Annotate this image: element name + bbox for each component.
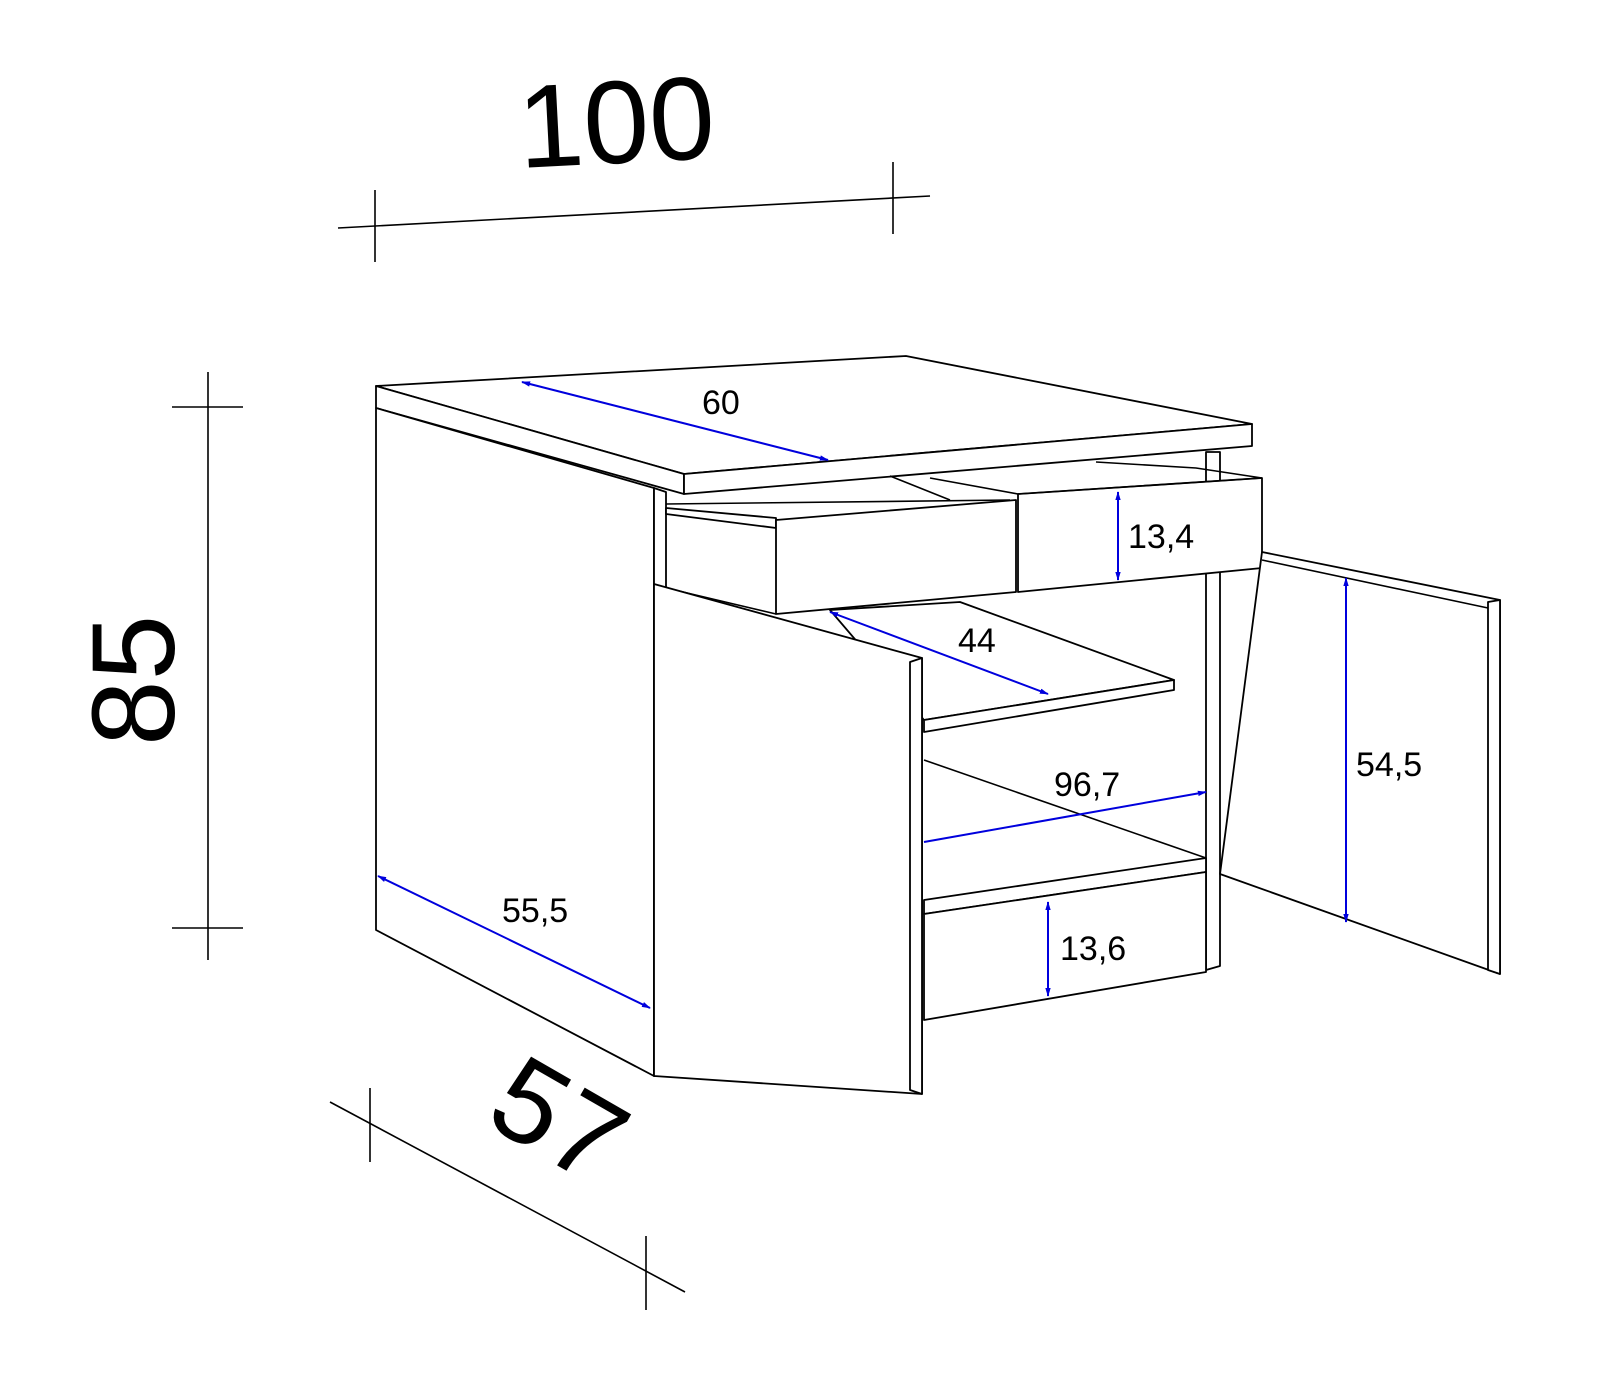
top-depth-label: 60 (702, 384, 740, 422)
worktop-right-edge (683, 423, 1253, 495)
drawer-divider-top (889, 475, 951, 501)
shelf-depth-arrow (829, 611, 1049, 695)
drawer-left-front (775, 499, 1017, 615)
left-door (653, 583, 923, 1095)
plinth-height-label: 13,6 (1060, 930, 1126, 968)
inner-width-arrow (923, 790, 1207, 843)
overall-height-dimension-line (172, 372, 243, 960)
side-depth-arrow (377, 875, 651, 1009)
upper-shelf-edge (923, 679, 1175, 733)
drawer-rail (665, 499, 1011, 505)
plinth-drawer-front (923, 871, 1207, 1021)
left-door-edge (909, 657, 923, 1095)
overall-depth-dimension-line (329, 1088, 686, 1310)
right-inner-panel (1205, 451, 1221, 971)
overall-width-dimension-line (337, 162, 931, 262)
right-door-top-edge (1261, 559, 1489, 609)
top-depth-arrow (521, 381, 829, 461)
side-depth-label: 55,5 (502, 892, 568, 930)
drawer-right-top (929, 461, 1263, 495)
drawer-left-side (665, 507, 777, 529)
door-height-label: 54,5 (1356, 746, 1422, 784)
left-side-panel (375, 407, 655, 1077)
overall-width-label: 100 (514, 52, 718, 194)
shelf-depth-label: 44 (958, 622, 996, 660)
drawer-height-label: 13,4 (1128, 518, 1194, 556)
inner-width-label: 96,7 (1054, 766, 1120, 804)
inner-back-line (923, 759, 1207, 859)
overall-height-label: 85 (68, 615, 200, 746)
right-door-edge (1487, 599, 1501, 975)
